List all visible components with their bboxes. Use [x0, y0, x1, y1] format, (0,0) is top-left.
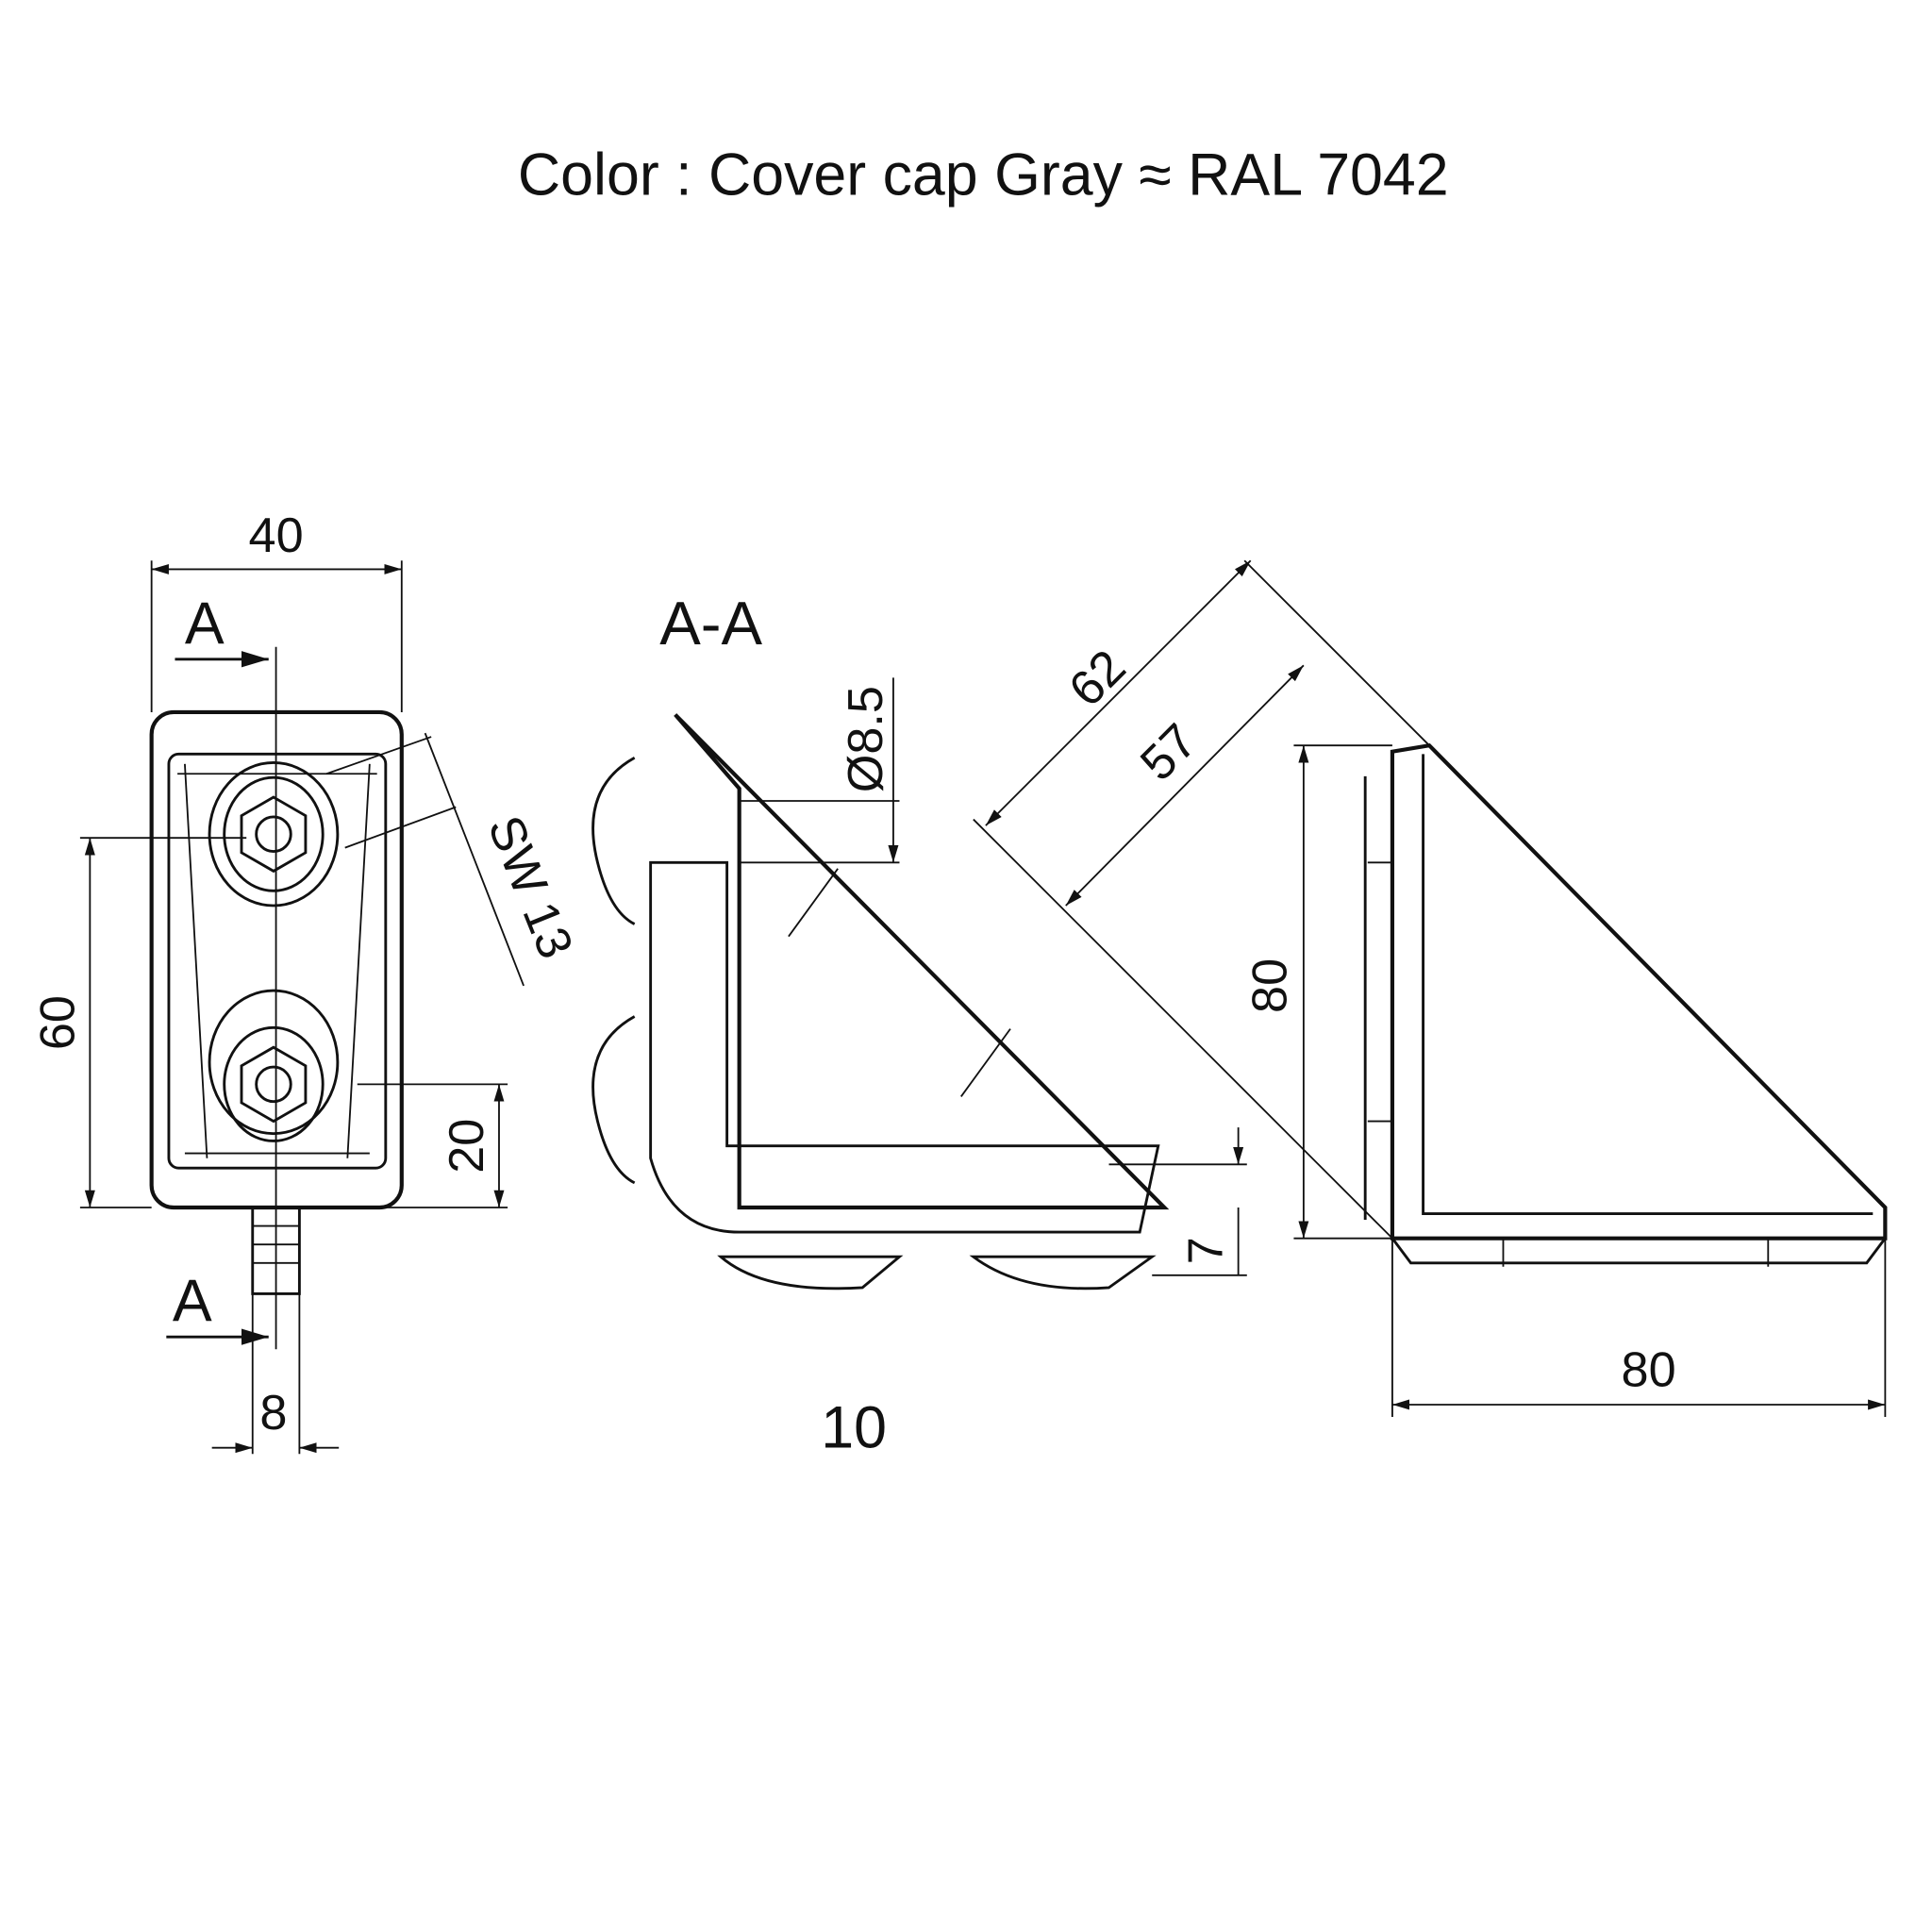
dim-height-60: 60 [30, 995, 85, 1050]
dim-hole-diameter: Ø8.5 [839, 686, 893, 792]
section-marker-bottom: A [173, 1268, 212, 1334]
bolt-bottom [208, 989, 340, 1142]
bolt-top [208, 761, 340, 908]
dim-slot-10: 10 [821, 1395, 887, 1461]
section-view: A-A Ø8.5 7 10 [591, 589, 1247, 1461]
dim-hyp-57: 57 [1130, 714, 1208, 791]
side-view: 80 80 62 57 [973, 559, 1888, 1418]
dim-width-40: 40 [249, 508, 304, 563]
dim-height-80: 80 [1243, 958, 1298, 1013]
dim-stem-8: 8 [259, 1386, 287, 1441]
section-marker-top: A [185, 591, 225, 657]
dim-wrench-sw13: SW 13 [476, 808, 583, 966]
section-label: A-A [659, 589, 762, 658]
dim-thickness-7: 7 [1179, 1237, 1234, 1264]
front-view: 40 60 20 SW 13 8 A A [30, 508, 583, 1455]
dim-hyp-62: 62 [1058, 640, 1136, 717]
dim-offset-20: 20 [440, 1119, 494, 1174]
dim-width-80: 80 [1622, 1342, 1676, 1397]
title: Color : Cover cap Gray ≈ RAL 7042 [518, 142, 1449, 208]
